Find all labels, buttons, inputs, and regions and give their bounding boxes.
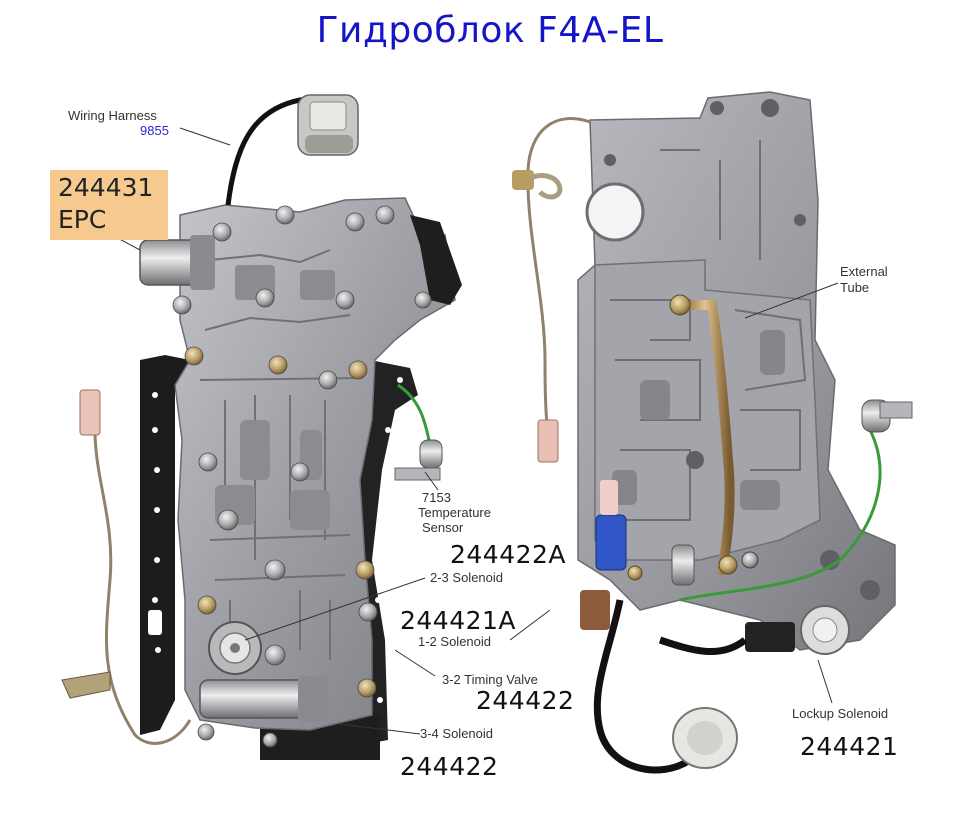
epc-highlight-box: 244431 EPC (50, 170, 168, 240)
lockup-solenoid-label: Lockup Solenoid (792, 706, 889, 721)
part-number-244422-34: 244422 (400, 752, 499, 781)
epc-part-number: 244431 (58, 173, 154, 202)
part-number-244422-timing: 244422 (476, 686, 575, 715)
right-valve-body (512, 91, 913, 774)
temp-sensor-label-line1: 7153 (422, 490, 451, 505)
temp-sensor-label-line3: Sensor (422, 520, 464, 535)
external-tube-label-line2: Tube (840, 280, 870, 295)
solenoid-2-3-label: 2-3 Solenoid (430, 570, 503, 585)
left-valve-body (61, 94, 462, 760)
wiring-harness-number: 9855 (140, 123, 169, 138)
external-tube-label-line1: External (840, 264, 888, 279)
leader-lines (111, 127, 839, 735)
epc-label: EPC (58, 205, 107, 234)
part-number-244422A: 244422A (450, 540, 567, 569)
solenoid-3-4-label: 3-4 Solenoid (420, 726, 493, 741)
temp-sensor-label-line2: Temperature (418, 505, 491, 520)
part-number-244421A: 244421A (400, 606, 517, 635)
wiring-harness-label: Wiring Harness (68, 108, 157, 123)
page-title: Гидроблок F4A-EL (316, 10, 664, 51)
timing-valve-label: 3-2 Timing Valve (442, 672, 538, 687)
part-number-244421: 244421 (800, 732, 899, 761)
solenoid-1-2-label: 1-2 Solenoid (418, 634, 491, 649)
